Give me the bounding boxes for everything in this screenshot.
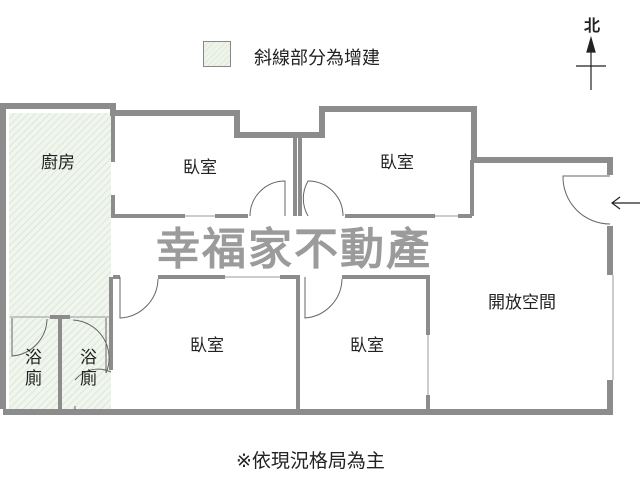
room-bedroom-bottom-right: 臥室 <box>350 336 384 356</box>
footnote: ※依現況格局為主 <box>236 450 385 472</box>
room-bedroom-top-right: 臥室 <box>380 153 414 173</box>
north-label: 北 <box>584 16 601 35</box>
north-arrow-icon <box>576 35 606 90</box>
interior-walls <box>50 113 474 409</box>
room-bedroom-top-left: 臥室 <box>183 158 217 178</box>
legend-text: 斜線部分為增建 <box>254 48 380 69</box>
outer-walls <box>0 103 613 415</box>
room-kitchen: 廚房 <box>41 153 75 173</box>
room-bath-left: 浴廁 <box>21 348 41 390</box>
legend-swatch <box>203 41 231 67</box>
entrance-arrow-icon <box>611 196 640 210</box>
door-swings <box>11 175 611 410</box>
room-bath-right: 浴廁 <box>76 348 96 390</box>
watermark: 幸福家不動產 <box>156 224 432 275</box>
room-bedroom-bottom-left: 臥室 <box>190 336 224 356</box>
room-open-space: 開放空間 <box>488 293 556 313</box>
